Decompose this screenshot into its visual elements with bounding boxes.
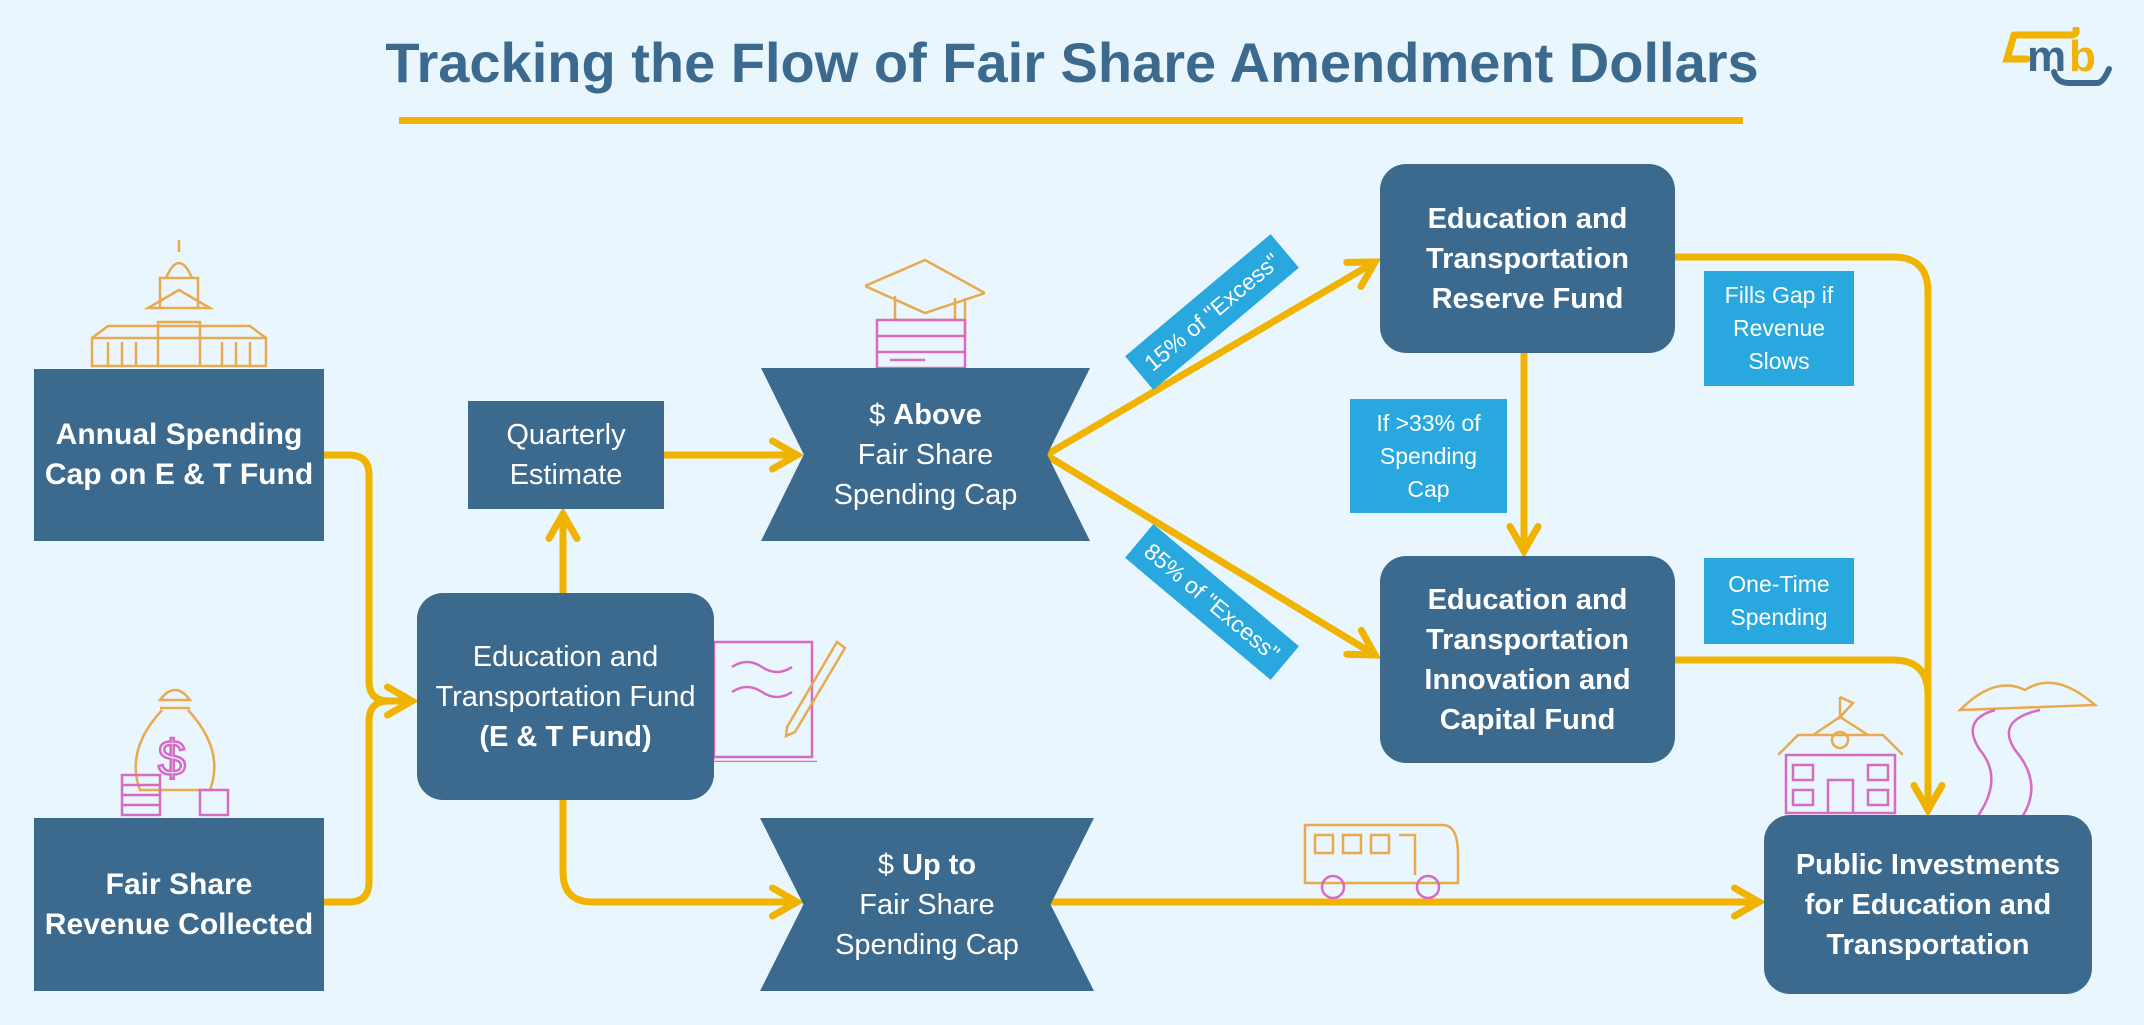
label-text: Fills Gap if bbox=[1724, 282, 1834, 308]
node-line: Fair Share bbox=[857, 438, 994, 471]
svg-text:$: $ bbox=[158, 730, 186, 786]
fair-share-revenue-box: Fair Share Revenue Collected bbox=[34, 818, 324, 991]
svg-text:b: b bbox=[2069, 32, 2096, 81]
node-line: Fair Share bbox=[105, 867, 253, 901]
arrow-fund-to-upto bbox=[559, 796, 805, 920]
mb-logo: m b bbox=[2002, 27, 2112, 86]
node-line: Education and bbox=[1427, 202, 1628, 235]
svg-text:m: m bbox=[2027, 32, 2066, 81]
label-text: Spending bbox=[1379, 442, 1478, 469]
arrow-above-to-innovation bbox=[1042, 451, 1382, 659]
above-spending-cap-box: $ Above Fair Share Spending Cap bbox=[761, 368, 1090, 541]
annual-spending-cap-box: Annual Spending Cap on E & T Fund bbox=[34, 369, 324, 541]
node-line: Estimate bbox=[509, 459, 623, 491]
node-line: Public Investments bbox=[1795, 848, 2061, 881]
node-line: Transportation Fund bbox=[435, 680, 696, 713]
label-text: If >33% of bbox=[1376, 409, 1481, 436]
node-line: for Education and bbox=[1804, 888, 2052, 921]
node-line: Quarterly bbox=[506, 419, 626, 451]
school-bus-icon bbox=[1303, 823, 1460, 900]
graduation-books-icon bbox=[865, 258, 985, 368]
arrow-reserve-to-public bbox=[1671, 253, 1946, 818]
node-line: Capital Fund bbox=[1439, 703, 1616, 736]
title-underline bbox=[399, 117, 1743, 124]
reserve-fund-box: Education and Transportation Reserve Fun… bbox=[1380, 164, 1675, 353]
arrow-cap-to-fund bbox=[320, 451, 420, 719]
node-line: (E & T Fund) bbox=[479, 720, 652, 753]
node-line: Transportation bbox=[1425, 242, 1629, 275]
node-line: Spending Cap bbox=[835, 928, 1019, 961]
schoolhouse-icon bbox=[1778, 695, 1903, 815]
quarterly-estimate-box: Quarterly Estimate bbox=[468, 401, 664, 509]
node-line: Transportation bbox=[1425, 623, 1629, 656]
one-time-spending-label: One-Time Spending bbox=[1704, 558, 1854, 644]
dollar-sign: $ bbox=[869, 398, 886, 431]
node-line: Innovation and bbox=[1424, 663, 1631, 696]
node-line: Education and bbox=[1427, 583, 1628, 616]
node-line: Spending Cap bbox=[833, 478, 1018, 511]
arrow-innovation-to-public bbox=[1671, 656, 1932, 699]
innovation-capital-fund-box: Education and Transportation Innovation … bbox=[1380, 556, 1675, 763]
page-title: Tracking the Flow of Fair Share Amendmen… bbox=[385, 31, 1759, 94]
notebook-pen-icon bbox=[712, 640, 847, 762]
capitol-icon bbox=[90, 240, 268, 368]
label-text: One-Time bbox=[1728, 571, 1830, 597]
money-bag-icon: $ bbox=[120, 688, 230, 817]
node-line: Annual Spending bbox=[55, 418, 303, 451]
et-fund-box: Education and Transportation Fund (E & T… bbox=[417, 593, 714, 800]
node-heading: $ Above bbox=[869, 395, 982, 435]
node-heading: $ Up to bbox=[878, 845, 976, 885]
dollar-sign: $ bbox=[877, 848, 894, 881]
node-line: Cap on E & T Fund bbox=[44, 458, 314, 491]
node-keyword: Up to bbox=[902, 848, 977, 881]
public-investments-box: Public Investments for Education and Tra… bbox=[1764, 815, 2092, 994]
node-line: Transportation bbox=[1826, 928, 2030, 961]
node-line: Reserve Fund bbox=[1431, 282, 1624, 315]
fills-gap-label: Fills Gap if Revenue Slows bbox=[1704, 271, 1854, 386]
node-keyword: Above bbox=[893, 398, 982, 431]
node-line: Education and bbox=[472, 640, 659, 673]
label-text: Slows bbox=[1748, 348, 1810, 374]
node-line: Revenue Collected bbox=[44, 907, 314, 941]
label-text: Cap bbox=[1407, 475, 1450, 502]
label-text: Revenue bbox=[1732, 315, 1826, 341]
winding-road-icon bbox=[1956, 681, 2099, 820]
label-text: Spending bbox=[1730, 604, 1828, 630]
arrow-revenue-to-fund bbox=[320, 697, 393, 906]
arrow-above-to-reserve bbox=[1042, 258, 1382, 459]
node-line: Fair Share bbox=[859, 888, 995, 921]
up-to-spending-cap-box: $ Up to Fair Share Spending Cap bbox=[760, 818, 1094, 991]
if-33-percent-label: If >33% of Spending Cap bbox=[1350, 399, 1507, 513]
